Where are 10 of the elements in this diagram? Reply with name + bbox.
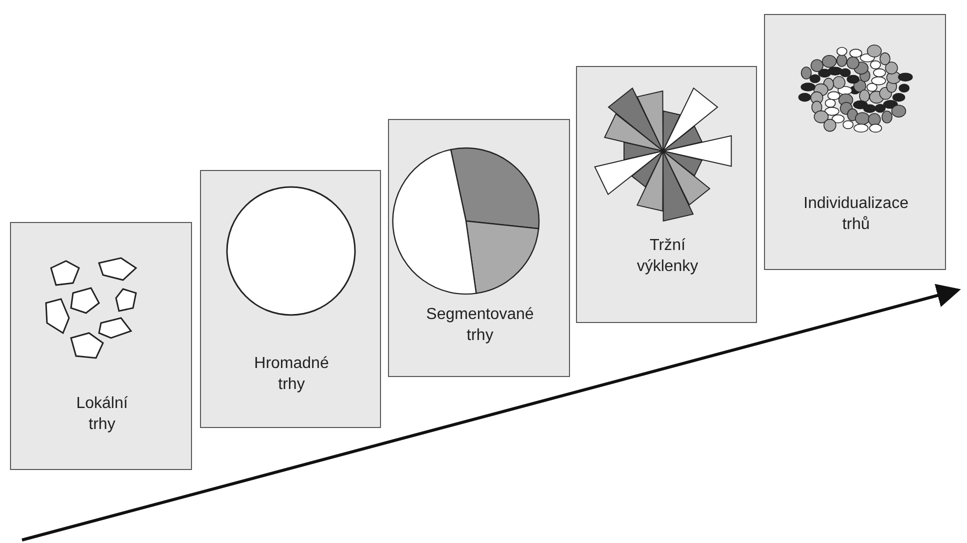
market-card <box>764 14 946 270</box>
card-label: Lokální trhy <box>75 394 129 435</box>
market-card <box>10 222 192 470</box>
market-card <box>388 119 570 377</box>
market-card <box>576 66 757 323</box>
card-label: Hromadné trhy <box>253 354 330 395</box>
card-label: Segmentované trhy <box>425 305 535 346</box>
market-card <box>200 170 381 428</box>
card-label: Tržní výklenky <box>636 236 700 277</box>
card-label: Individualizace trhů <box>802 194 910 235</box>
